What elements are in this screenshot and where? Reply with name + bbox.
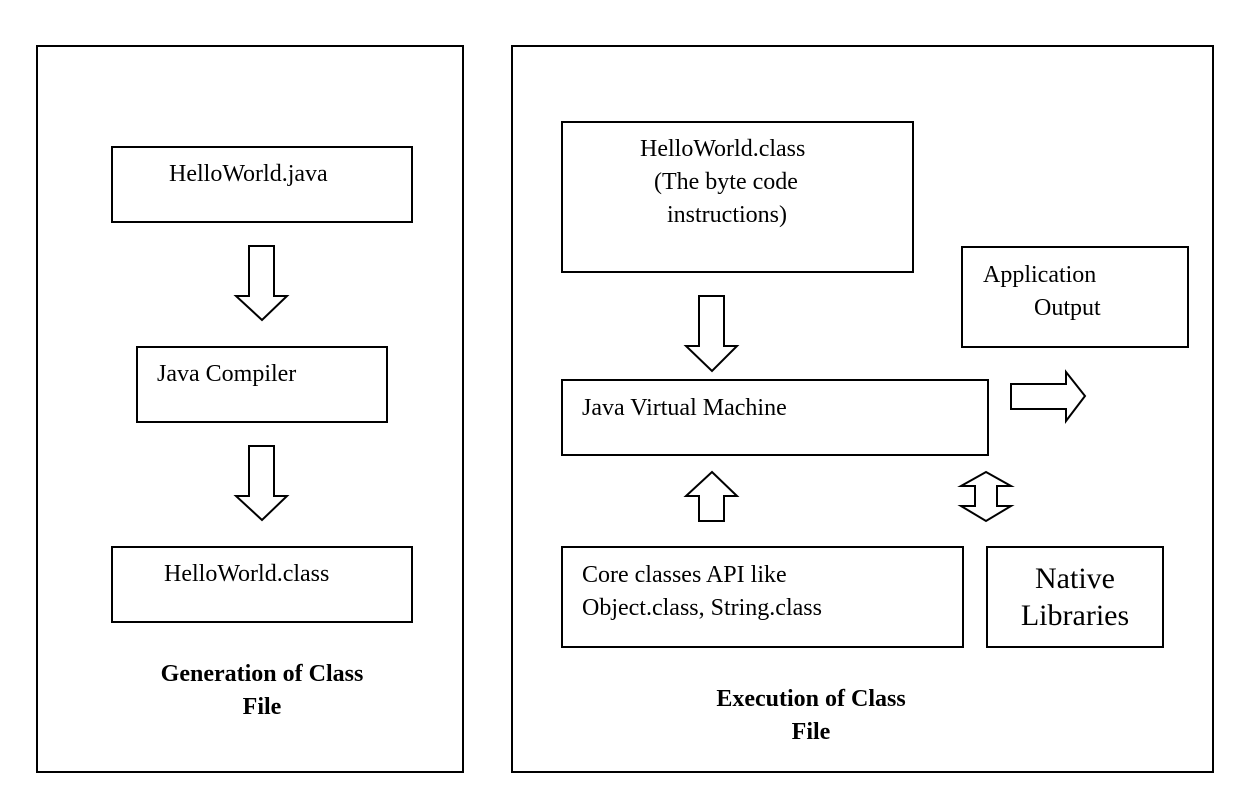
bidirectional-arrow-icon [957,470,1015,523]
generation-caption: Generation of Class File [112,658,412,724]
down-arrow-icon [233,245,290,322]
native-libraries-line2: Libraries [1020,599,1130,632]
bytecode-line2: (The byte code [654,169,798,195]
application-output-line1: Application [983,262,1097,288]
java-compiler-box: Java Compiler [136,346,388,423]
java-compiler-label: Java Compiler [157,361,297,387]
right-arrow-icon [1010,369,1087,424]
helloworld-java-label: HelloWorld.java [169,161,328,187]
up-arrow-icon [683,470,740,522]
core-classes-line2: Object.class, String.class [582,595,822,621]
jvm-box: Java Virtual Machine [561,379,989,456]
native-libraries-line1: Native [1035,562,1115,595]
application-output-line2: Output [1034,295,1101,321]
bytecode-line3: instructions) [667,202,787,228]
helloworld-java-box: HelloWorld.java [111,146,413,223]
jvm-label: Java Virtual Machine [582,395,787,421]
core-classes-box: Core classes API like Object.class, Stri… [561,546,964,648]
native-libraries-box: Native Libraries [986,546,1164,648]
execution-caption-line2: File [791,719,831,745]
execution-caption: Execution of Class File [661,683,961,749]
generation-caption-line2: File [242,694,282,720]
helloworld-class-output-box: HelloWorld.class [111,546,413,623]
execution-caption-line1: Execution of Class [716,686,906,712]
down-arrow-icon [233,445,290,522]
generation-caption-line1: Generation of Class [160,661,364,687]
bytecode-line1: HelloWorld.class [640,136,806,162]
helloworld-class-bytecode-box: HelloWorld.class (The byte code instruct… [561,121,914,273]
execution-panel [511,45,1214,773]
generation-panel [36,45,464,773]
application-output-box: Application Output [961,246,1189,348]
core-classes-line1: Core classes API like [582,562,787,588]
helloworld-class-output-label: HelloWorld.class [164,561,330,587]
down-arrow-icon [683,295,740,373]
